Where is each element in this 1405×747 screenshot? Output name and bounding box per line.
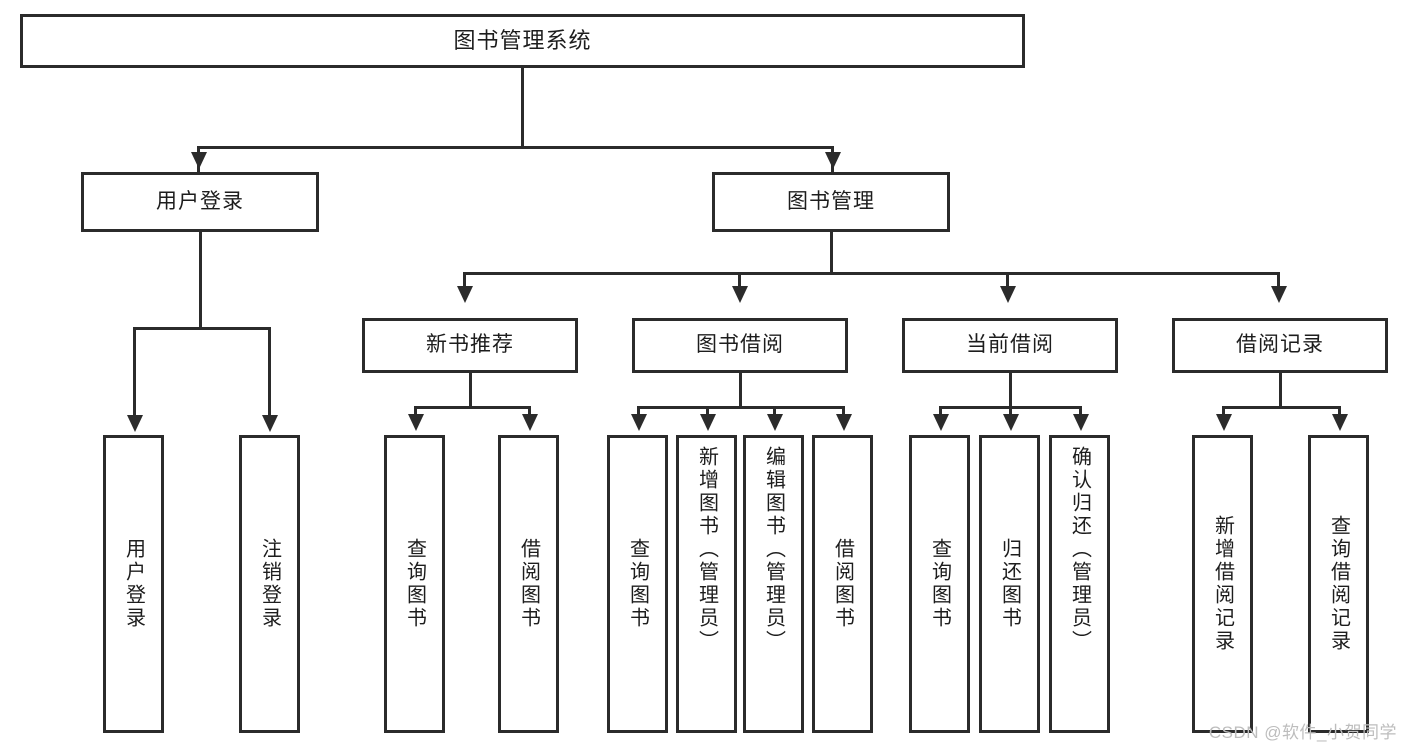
edge-book-borrow-drop-2 — [706, 406, 709, 418]
node-label: 图书管理 — [787, 189, 875, 213]
leaf-cb-confirm-return[interactable]: 确认归还（管理员） — [1049, 435, 1110, 733]
node-label: 图书管理系统 — [453, 28, 592, 54]
leaf-bb-edit-book[interactable]: 编辑图书（管理员） — [743, 435, 804, 733]
node-book-borrow[interactable]: 图书借阅 — [632, 318, 848, 373]
arrowhead-new-book-recommend — [457, 286, 473, 303]
leaf-nb-query-book[interactable]: 查询图书 — [384, 435, 445, 733]
edge-new-book-stem — [469, 373, 472, 406]
node-user-login[interactable]: 用户登录 — [81, 172, 319, 232]
leaf-bb-query-book[interactable]: 查询图书 — [607, 435, 668, 733]
leaf-bb-add-book[interactable]: 新增图书（管理员） — [676, 435, 737, 733]
leaf-user-login[interactable]: 用户登录 — [103, 435, 164, 733]
arrowhead-br-add-record — [1216, 414, 1232, 431]
arrowhead-nb-borrow-book — [522, 414, 538, 431]
node-label: 当前借阅 — [966, 333, 1054, 357]
edge-borrow-record-drop-1 — [1222, 406, 1225, 418]
edge-current-borrow-drop-2 — [1009, 406, 1012, 418]
edge-root-bus — [197, 146, 834, 149]
node-label: 图书借阅 — [696, 333, 784, 357]
edge-book-borrow-drop-1 — [637, 406, 640, 418]
leaf-logout[interactable]: 注销登录 — [239, 435, 300, 733]
edge-book-mgmt-stem — [830, 232, 833, 272]
node-label: 新书推荐 — [426, 333, 514, 357]
arrowhead-borrow-record — [1271, 286, 1287, 303]
edge-book-mgmt-drop-2 — [738, 272, 741, 298]
arrowhead-bb-borrow-book — [836, 414, 852, 431]
arrowhead-cb-return-book — [1003, 414, 1019, 431]
arrowhead-current-borrow — [1000, 286, 1016, 303]
edge-new-book-drop-1 — [414, 406, 417, 418]
edge-current-borrow-stem — [1009, 373, 1012, 406]
leaf-nb-borrow-book[interactable]: 借阅图书 — [498, 435, 559, 733]
edge-book-mgmt-bus — [463, 272, 1277, 275]
watermark-text: CSDN @软件_小贺同学 — [1208, 723, 1397, 742]
node-label: 借阅记录 — [1236, 333, 1324, 357]
arrowhead-leaf-logout — [262, 415, 278, 432]
edge-book-borrow-stem — [739, 373, 742, 406]
edge-book-borrow-drop-4 — [842, 406, 845, 418]
arrowhead-bb-query-book — [631, 414, 647, 431]
edge-new-book-bus — [414, 406, 531, 409]
arrowhead-book-mgmt — [825, 152, 841, 169]
node-label: 查询图书 — [626, 538, 649, 630]
node-label: 用户登录 — [156, 189, 244, 213]
arrowhead-cb-confirm-return — [1073, 414, 1089, 431]
edge-book-mgmt-drop-1 — [463, 272, 466, 298]
edge-new-book-drop-2 — [528, 406, 531, 418]
arrowhead-book-borrow — [732, 286, 748, 303]
node-label: 查询图书 — [403, 538, 426, 630]
leaf-br-query-record[interactable]: 查询借阅记录 — [1308, 435, 1369, 733]
node-label: 新增图书（管理员） — [695, 446, 718, 653]
arrowhead-br-query-record — [1332, 414, 1348, 431]
edge-borrow-record-stem — [1279, 373, 1282, 406]
edge-user-login-drop-1 — [133, 327, 136, 419]
arrowhead-leaf-user-login — [127, 415, 143, 432]
node-book-management[interactable]: 图书管理 — [712, 172, 950, 232]
node-label: 用户登录 — [122, 538, 145, 630]
edge-book-mgmt-drop-3 — [1006, 272, 1009, 298]
node-label: 借阅图书 — [831, 538, 854, 630]
edge-user-login-bus — [133, 327, 271, 330]
node-new-book-recommend[interactable]: 新书推荐 — [362, 318, 578, 373]
node-label: 归还图书 — [998, 538, 1021, 630]
arrowhead-bb-edit-book — [767, 414, 783, 431]
edge-book-mgmt-drop-4 — [1277, 272, 1280, 298]
edge-current-borrow-drop-3 — [1079, 406, 1082, 418]
leaf-bb-borrow-book[interactable]: 借阅图书 — [812, 435, 873, 733]
node-label: 确认归还（管理员） — [1068, 446, 1091, 653]
leaf-br-add-record[interactable]: 新增借阅记录 — [1192, 435, 1253, 733]
node-label: 编辑图书（管理员） — [762, 446, 785, 653]
node-label: 查询借阅记录 — [1327, 515, 1350, 653]
node-label: 新增借阅记录 — [1211, 515, 1234, 653]
edge-user-login-drop-2 — [268, 327, 271, 419]
arrowhead-user-login — [191, 152, 207, 169]
edge-borrow-record-bus — [1222, 406, 1341, 409]
edge-book-borrow-drop-3 — [773, 406, 776, 418]
leaf-cb-return-book[interactable]: 归还图书 — [979, 435, 1040, 733]
edge-current-borrow-drop-1 — [939, 406, 942, 418]
node-label: 查询图书 — [928, 538, 951, 630]
edge-user-login-stem — [199, 232, 202, 327]
arrowhead-nb-query-book — [408, 414, 424, 431]
node-root-system[interactable]: 图书管理系统 — [20, 14, 1025, 68]
arrowhead-cb-query-book — [933, 414, 949, 431]
edge-borrow-record-drop-2 — [1338, 406, 1341, 418]
arrowhead-bb-add-book — [700, 414, 716, 431]
edge-book-borrow-bus — [637, 406, 845, 409]
edge-root-stem — [521, 68, 524, 146]
node-label: 借阅图书 — [517, 538, 540, 630]
node-current-borrow[interactable]: 当前借阅 — [902, 318, 1118, 373]
node-label: 注销登录 — [258, 538, 281, 630]
leaf-cb-query-book[interactable]: 查询图书 — [909, 435, 970, 733]
node-borrow-record[interactable]: 借阅记录 — [1172, 318, 1388, 373]
